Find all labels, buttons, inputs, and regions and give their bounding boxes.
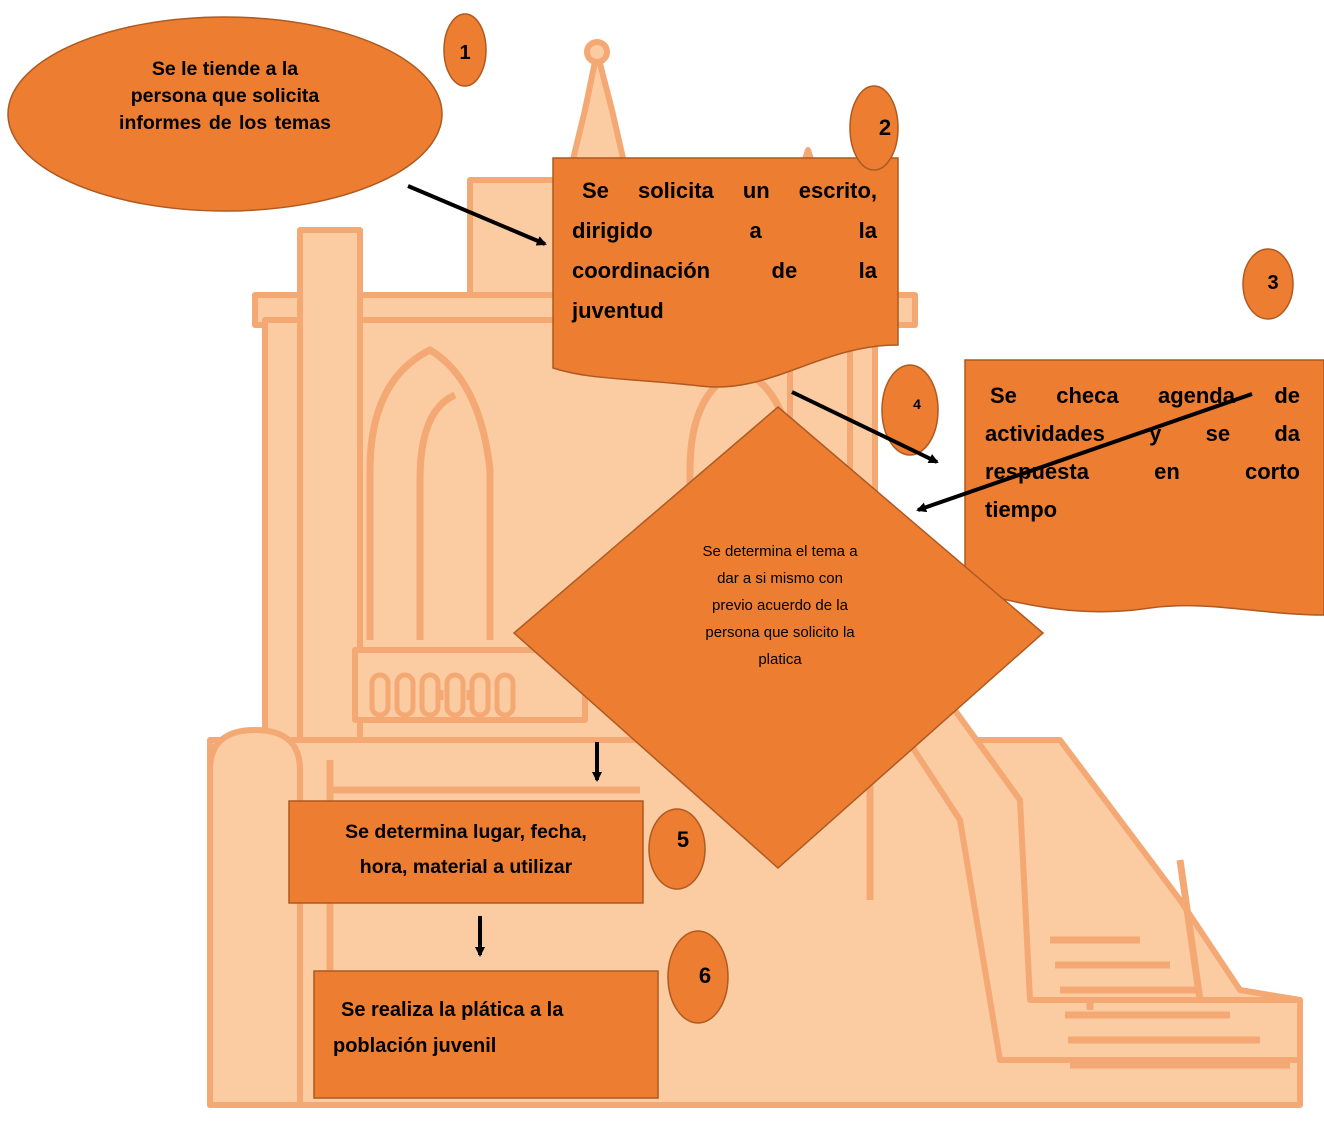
- step5-text: Se determina lugar, fecha, hora, materia…: [298, 815, 634, 885]
- step1-line-1: Se le tiende a la: [151, 58, 299, 80]
- step1-badge: [443, 13, 487, 87]
- step1-number: 1: [459, 42, 471, 64]
- step5-number: 5: [676, 827, 690, 852]
- step4-text: Se determina el tema a dar a si mismo co…: [660, 538, 900, 673]
- flowchart-shapes: [7, 16, 1324, 1099]
- step2-line-3: coordinación de la: [572, 258, 877, 283]
- step5-line-1: Se determina lugar, fecha,: [345, 821, 587, 843]
- step4-line-2: dar a si mismo con: [717, 570, 843, 587]
- step1-line-3: informes de los temas: [119, 112, 331, 134]
- step5-line-2: hora, material a utilizar: [359, 856, 573, 878]
- arrow-1-to-2: [407, 184, 547, 246]
- step1-ellipse: [7, 16, 443, 212]
- step5-badge: [648, 808, 706, 890]
- arrow-3-to-4: [916, 392, 1253, 513]
- step4-line-4: persona que solicito la: [705, 624, 855, 641]
- arrow-2-to-3: [791, 390, 939, 464]
- step6-line-2: población juvenil: [333, 1035, 497, 1057]
- step2-document: [552, 157, 899, 388]
- step3-line-4: tiempo: [985, 497, 1058, 522]
- number-badges: [443, 13, 1294, 1024]
- step6-number: 6: [698, 963, 712, 988]
- step4-line-1: Se determina el tema a: [702, 543, 858, 560]
- step3-text: Se checa agenda de actividades y se da r…: [985, 377, 1300, 529]
- step3-line-3: respuesta en corto: [985, 459, 1300, 484]
- step3-line-2: actividades y se da: [985, 421, 1300, 446]
- step6-text: Se realiza la plática a la población juv…: [333, 992, 653, 1064]
- step5-box: [288, 800, 644, 904]
- step3-number: 3: [1267, 272, 1279, 294]
- step4-line-3: previo acuerdo de la: [712, 597, 848, 614]
- step6-box: [313, 970, 659, 1099]
- step6-line-1: Se realiza la plática a la: [341, 999, 564, 1021]
- building-watermark-details: [326, 346, 1290, 1090]
- step1-line-2: persona que solicita: [130, 85, 320, 107]
- step2-number: 2: [878, 115, 892, 140]
- step3-line-1: Se checa agenda de: [990, 383, 1300, 408]
- step4-number: 4: [913, 396, 921, 412]
- step2-line-1: Se solicita un escrito,: [582, 178, 877, 203]
- connectors: [407, 184, 1253, 957]
- step2-text: Se solicita un escrito, dirigido a la co…: [572, 171, 877, 331]
- building-watermark-balusters: [369, 672, 516, 718]
- step2-line-2: dirigido a la: [572, 218, 877, 243]
- step4-diamond: [512, 406, 1045, 870]
- step6-badge: [667, 930, 729, 1024]
- step3-badge: [1242, 248, 1294, 320]
- step4-badge: [881, 364, 939, 456]
- step2-line-4: juventud: [572, 298, 664, 323]
- step3-document: [964, 359, 1324, 616]
- step4-line-5: platica: [758, 651, 802, 668]
- step2-badge: [849, 85, 899, 171]
- step1-text: Se le tiende a la persona que solicita i…: [70, 56, 380, 137]
